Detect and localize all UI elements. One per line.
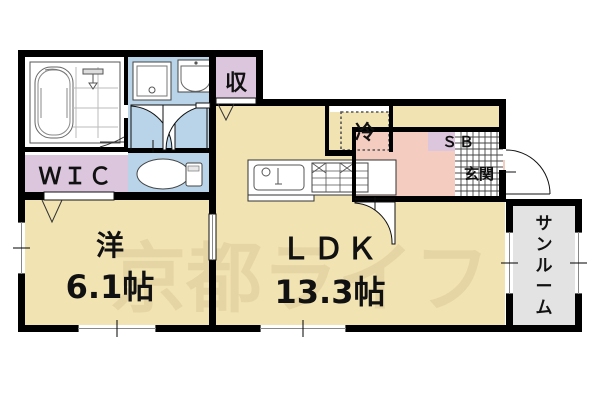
ldk-area: 13.3帖	[275, 273, 386, 311]
watermark: 京都ライフ	[110, 234, 490, 323]
wic-door	[41, 191, 115, 224]
toilet-door	[162, 102, 211, 151]
wic-label: ＷＩＣ	[39, 164, 114, 190]
sunroom-char-2: ル	[536, 256, 553, 276]
refrigerator-label: 冷	[355, 120, 375, 144]
bath-floor	[25, 57, 125, 147]
sunroom-west-window	[501, 231, 518, 295]
ldk-south-window	[259, 320, 347, 337]
hall-strip-floor	[216, 106, 226, 202]
kitchen-fixtures	[247, 159, 397, 202]
storage-label: 収	[225, 71, 248, 96]
sunroom-char-1: ン	[536, 235, 553, 255]
windows	[13, 221, 587, 337]
watermark-text: 京都ライフ	[110, 234, 490, 323]
room-west-window	[13, 221, 30, 275]
room-south-window	[77, 320, 157, 337]
room-labels: ＷＩＣ 収 洋 6.1帖 ＬＤＫ 13.3帖 冷 ＳＢ 玄関 サ ン ル ー ム	[39, 71, 553, 318]
storage-door	[215, 97, 257, 122]
sunroom-char-0: サ	[536, 214, 553, 234]
shoebox-label: ＳＢ	[442, 133, 476, 151]
sunroom-floor	[513, 205, 575, 325]
sunroom-label: サ ン ル ー ム	[536, 214, 553, 318]
genkan-tile	[455, 131, 503, 196]
entrance-label: 玄関	[464, 165, 494, 183]
sunroom-east-window	[570, 231, 587, 295]
toilet-fixture	[136, 158, 203, 190]
western-room-name: 洋	[96, 229, 124, 262]
doors	[41, 97, 551, 261]
western-room-area: 6.1帖	[66, 268, 155, 306]
room-door	[208, 213, 217, 261]
sunroom-char-3: ー	[536, 277, 553, 297]
ldk-name: ＬＤＫ	[281, 232, 380, 267]
sunroom-char-4: ム	[536, 298, 553, 318]
entrance-door	[503, 149, 551, 195]
western-room-floor	[25, 200, 213, 325]
bath-door	[99, 136, 125, 148]
wic-plate	[25, 155, 128, 192]
bath-fixtures	[29, 61, 121, 144]
ldk-door	[354, 197, 396, 245]
storage-plate	[216, 57, 256, 98]
